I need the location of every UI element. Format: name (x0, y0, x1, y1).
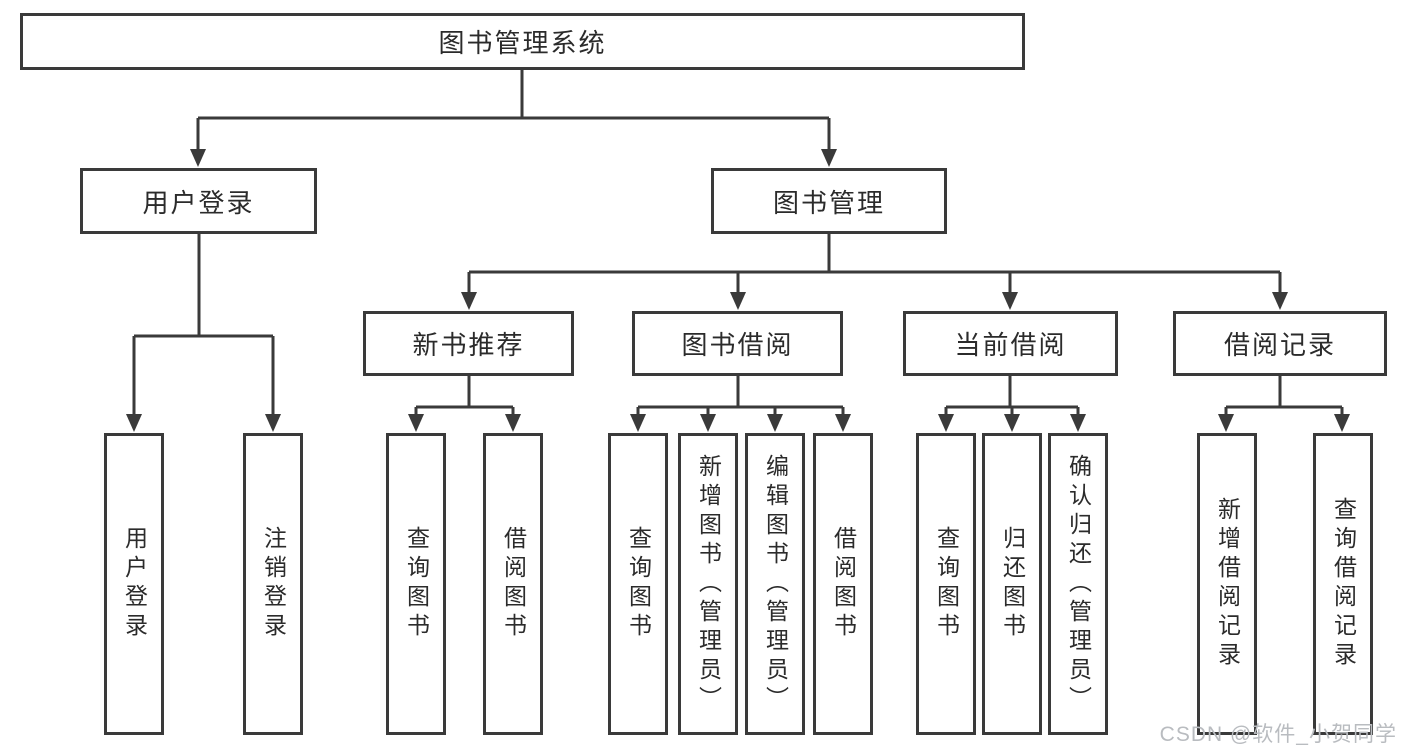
arrow-down-icon (1272, 292, 1288, 310)
node-current-borrow: 当前借阅 (903, 311, 1118, 376)
node-leaf-current-query-book: 查询图书 (916, 433, 976, 735)
watermark-text: CSDN @软件_小贺同学 (1159, 723, 1397, 746)
arrow-down-icon (730, 292, 746, 310)
node-leaf-borrow-add-book: 新增图书（管理员） (678, 433, 738, 735)
node-root: 图书管理系统 (20, 13, 1025, 70)
node-leaf-borrow-query-book: 查询图书 (608, 433, 668, 735)
arrow-down-icon (461, 292, 477, 310)
node-leaf-current-return-book: 归还图书 (982, 433, 1042, 735)
arrow-down-icon (1004, 414, 1020, 432)
node-leaf-user-login: 用户登录 (104, 433, 164, 735)
node-leaf-borrow-edit-book: 编辑图书（管理员） (745, 433, 805, 735)
node-leaf-current-confirm-return: 确认归还（管理员） (1048, 433, 1108, 735)
node-leaf-logout: 注销登录 (243, 433, 303, 735)
arrow-down-icon (505, 414, 521, 432)
node-book-management: 图书管理 (711, 168, 947, 234)
arrow-down-icon (1002, 292, 1018, 310)
arrow-down-icon (767, 414, 783, 432)
arrow-down-icon (630, 414, 646, 432)
arrow-down-icon (1334, 414, 1350, 432)
arrow-down-icon (821, 149, 837, 167)
connector-user-login-to-leaves (126, 234, 281, 432)
arrow-down-icon (938, 414, 954, 432)
arrow-down-icon (1218, 414, 1234, 432)
connector-current-borrow-to-leaves (938, 376, 1086, 432)
node-leaf-records-query-record: 查询借阅记录 (1313, 433, 1373, 735)
arrow-down-icon (700, 414, 716, 432)
node-leaf-records-add-record: 新增借阅记录 (1197, 433, 1257, 735)
arrow-down-icon (835, 414, 851, 432)
node-user-login: 用户登录 (80, 168, 317, 234)
node-leaf-recommend-query-book: 查询图书 (386, 433, 446, 735)
connector-book-borrow-to-leaves (630, 376, 851, 432)
node-leaf-recommend-borrow-book: 借阅图书 (483, 433, 543, 735)
arrow-down-icon (1070, 414, 1086, 432)
arrow-down-icon (190, 149, 206, 167)
node-borrow-records: 借阅记录 (1173, 311, 1387, 376)
connector-book-management-to-level3 (461, 234, 1288, 310)
connector-new-book-recommend-to-leaves (408, 376, 521, 432)
node-book-borrow: 图书借阅 (632, 311, 843, 376)
arrow-down-icon (408, 414, 424, 432)
connector-root-to-level2 (190, 70, 837, 167)
arrow-down-icon (265, 414, 281, 432)
connector-borrow-records-to-leaves (1218, 376, 1350, 432)
node-leaf-borrow-borrow-book: 借阅图书 (813, 433, 873, 735)
node-new-book-recommend: 新书推荐 (363, 311, 574, 376)
arrow-down-icon (126, 414, 142, 432)
